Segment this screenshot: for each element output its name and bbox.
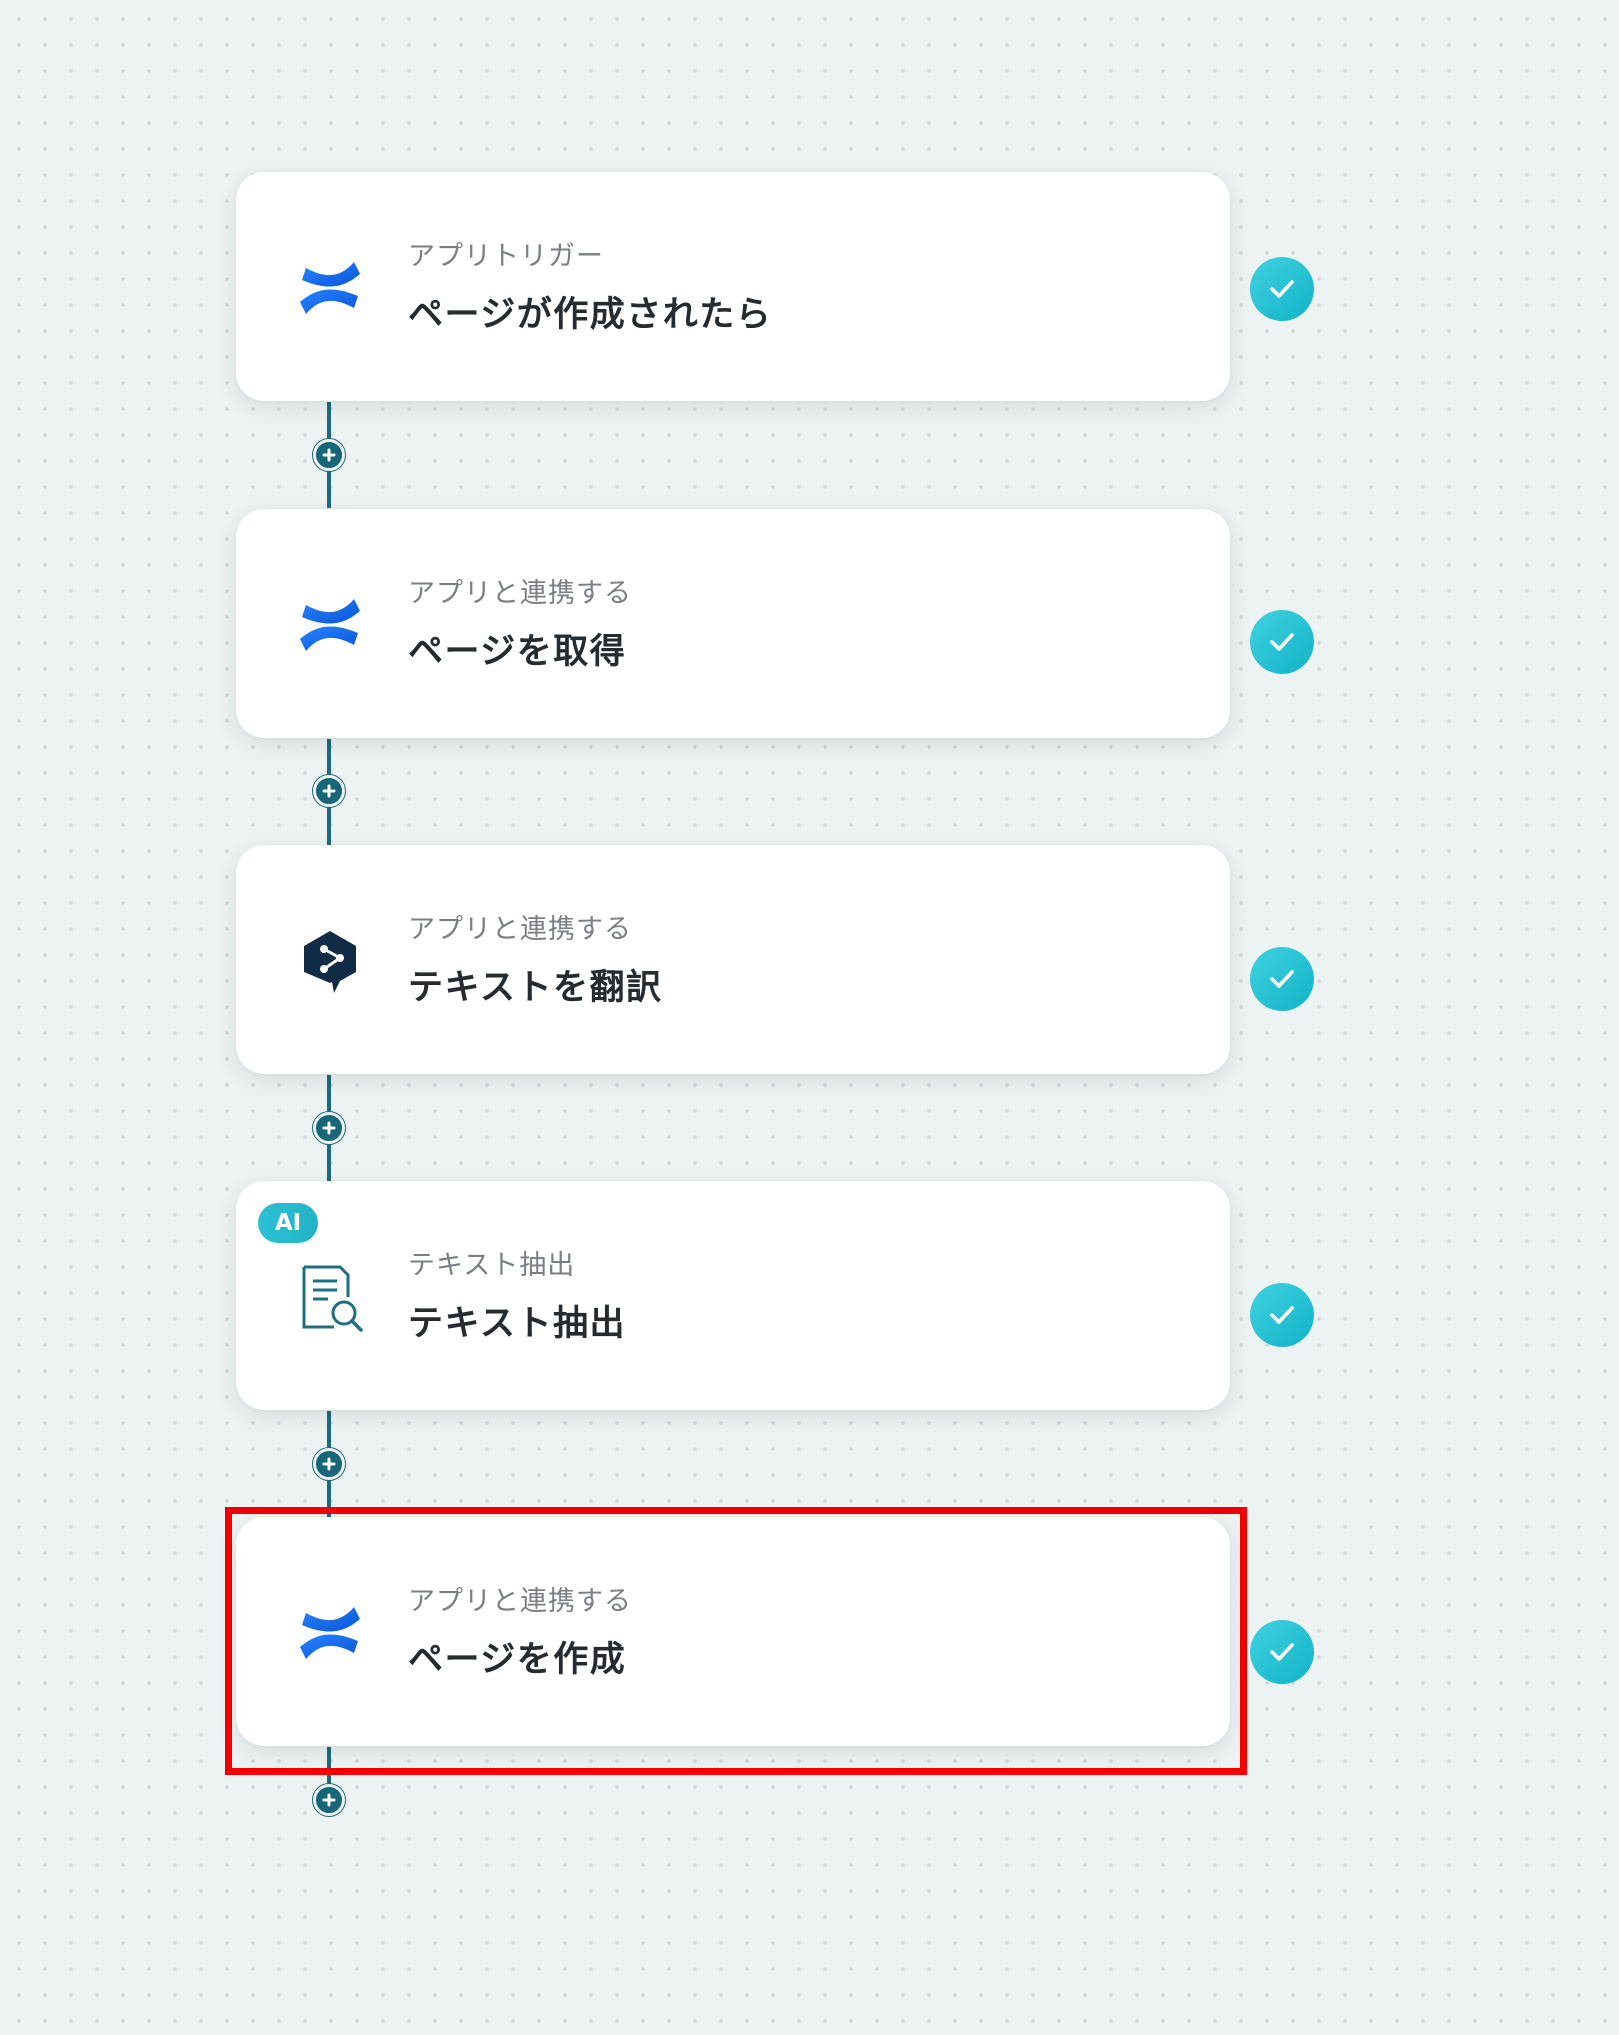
step-type-label: アプリと連携する [408,578,632,609]
step-card-action[interactable]: アプリと連携する テキストを翻訳 [236,845,1230,1074]
add-step-button[interactable] [313,775,345,807]
step-status-check [1250,1283,1314,1347]
step-card-ai[interactable]: AI テキスト抽出 テキスト抽出 [236,1181,1230,1410]
ai-badge: AI [258,1203,318,1243]
step-type-label: アプリと連携する [408,914,632,945]
add-step-button[interactable] [313,439,345,471]
step-type-label: アプリトリガー [408,241,604,272]
step-status-check [1250,947,1314,1011]
add-step-button[interactable] [313,1784,345,1816]
step-status-check [1250,1620,1314,1684]
plus-icon [322,1121,336,1135]
step-title: テキストを翻訳 [408,968,663,1008]
confluence-icon [294,252,366,324]
step-card-action[interactable]: アプリと連携する ページを取得 [236,509,1230,738]
plus-icon [322,448,336,462]
plus-icon [322,1457,336,1471]
step-status-check [1250,610,1314,674]
step-card-action[interactable]: アプリと連携する ページを作成 [236,1517,1230,1746]
step-type-label: アプリと連携する [408,1586,632,1617]
checkmark-icon [1270,280,1294,298]
add-step-button[interactable] [313,1112,345,1144]
step-type-label: テキスト抽出 [408,1250,576,1281]
step-card-trigger[interactable]: アプリトリガー ページが作成されたら [236,172,1230,401]
deepl-icon [294,925,366,997]
checkmark-icon [1270,970,1294,988]
connector-line [327,1747,331,1805]
step-status-check [1250,257,1314,321]
document-search-icon [294,1261,366,1333]
step-title: ページを取得 [408,632,627,672]
plus-icon [322,784,336,798]
checkmark-icon [1270,633,1294,651]
add-step-button[interactable] [313,1448,345,1480]
checkmark-icon [1270,1306,1294,1324]
confluence-icon [294,589,366,661]
step-title: ページが作成されたら [408,295,773,335]
step-title: ページを作成 [408,1640,627,1680]
checkmark-icon [1270,1643,1294,1661]
confluence-icon [294,1597,366,1669]
plus-icon [322,1793,336,1807]
step-title: テキスト抽出 [408,1304,626,1344]
